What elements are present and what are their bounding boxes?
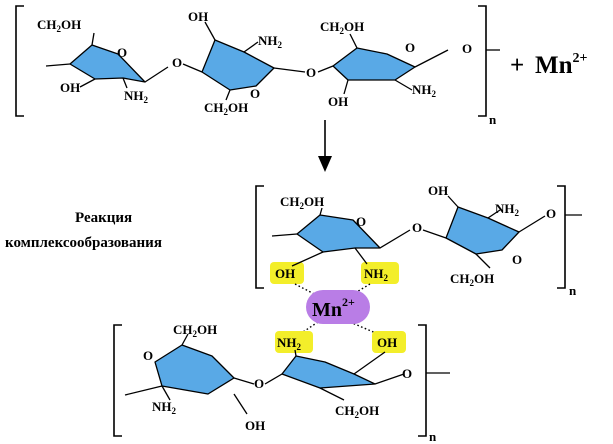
terminal-oxygen: O bbox=[546, 206, 556, 221]
ring-oxygen: O bbox=[405, 40, 415, 55]
complex-top-ring-2: O OH NH2 CH2OH bbox=[428, 183, 546, 288]
nh2-label: NH2 bbox=[412, 82, 437, 99]
ch2oh-label: CH2OH bbox=[280, 194, 324, 211]
reaction-label-line2: комплексообразования bbox=[5, 235, 162, 251]
complex-bottom-repeat-label: n bbox=[429, 429, 437, 444]
ring-oxygen: O bbox=[512, 252, 522, 267]
nh2-label: NH2 bbox=[277, 335, 302, 352]
oh-label: OH bbox=[428, 183, 448, 198]
reactant-repeat-label: n bbox=[489, 112, 497, 127]
reactant-ring-1: O CH2OH OH NH2 bbox=[37, 17, 169, 105]
glycosidic-oxygen: O bbox=[412, 220, 422, 235]
manganese-ion: Mn2+ bbox=[535, 51, 588, 79]
oh-label: OH bbox=[188, 9, 208, 24]
ch2oh-label: CH2OH bbox=[320, 19, 364, 36]
terminal-oxygen: O bbox=[462, 41, 472, 56]
nh2-label: NH2 bbox=[152, 399, 177, 416]
oh-label: OH bbox=[275, 266, 295, 281]
nh2-label: NH2 bbox=[495, 201, 520, 218]
ring-oxygen: O bbox=[250, 86, 260, 101]
oh-label: OH bbox=[377, 335, 397, 350]
complex-top-left-bracket bbox=[255, 185, 264, 289]
ch2oh-label: CH2OH bbox=[450, 271, 494, 288]
complex-bottom-right-bracket bbox=[418, 324, 427, 437]
complex-top-right-bracket bbox=[557, 185, 566, 289]
nh2-label: NH2 bbox=[364, 266, 389, 283]
complex-bottom-chain: n O CH2OH NH2 OH O NH2 OH CH2OH O bbox=[113, 322, 450, 444]
ch2oh-label: CH2OH bbox=[204, 100, 248, 117]
oh-label: OH bbox=[328, 94, 348, 109]
glycosidic-oxygen-1: O bbox=[172, 55, 182, 70]
manganese-highlight bbox=[306, 290, 370, 324]
ring-oxygen: O bbox=[143, 348, 153, 363]
ring-oxygen: O bbox=[117, 45, 127, 60]
nh2-label: NH2 bbox=[124, 88, 149, 105]
complex-bottom-ring-2: NH2 OH CH2OH bbox=[277, 335, 405, 420]
plus-sign: + bbox=[510, 52, 524, 79]
glycosidic-oxygen-2: O bbox=[306, 65, 316, 80]
terminal-oxygen: O bbox=[402, 366, 412, 381]
oh-highlight bbox=[372, 331, 406, 353]
nh2-highlight bbox=[275, 331, 313, 353]
complex-top-chain: n O CH2OH OH NH2 O O OH NH2 CH2OH bbox=[255, 183, 582, 298]
reactant-ring-2: O OH NH2 CH2OH bbox=[188, 9, 306, 117]
ch2oh-label: CH2OH bbox=[335, 403, 379, 420]
oh-highlight bbox=[270, 262, 304, 284]
reaction-arrow bbox=[318, 120, 332, 172]
ring-oxygen: O bbox=[356, 214, 366, 229]
ch2oh-label: CH2OH bbox=[173, 322, 217, 339]
complex-top-repeat-label: n bbox=[569, 283, 577, 298]
oh-label: OH bbox=[245, 418, 265, 433]
nh2-label: NH2 bbox=[258, 33, 283, 50]
center-manganese-ion: Mn2+ bbox=[312, 295, 355, 321]
complex-bottom-left-bracket bbox=[113, 324, 122, 437]
oh-label: OH bbox=[60, 80, 80, 95]
nh2-highlight bbox=[361, 262, 399, 284]
complex-top-ring-1: O CH2OH OH NH2 bbox=[271, 194, 411, 283]
reactant-left-bracket bbox=[15, 5, 24, 117]
reactant-chain: n O CH2OH OH NH2 O O OH NH2 CH2OH bbox=[15, 5, 500, 127]
ch2oh-label: CH2OH bbox=[37, 17, 81, 34]
reaction-label-line1: Реакция bbox=[75, 210, 132, 226]
reactant-ring-3: O CH2OH OH NH2 bbox=[320, 19, 449, 109]
complex-bottom-ring-1: O CH2OH NH2 OH bbox=[124, 322, 265, 433]
reactant-right-bracket bbox=[478, 5, 487, 117]
metal-center: Mn2+ bbox=[294, 283, 379, 335]
glycosidic-oxygen: O bbox=[254, 376, 264, 391]
